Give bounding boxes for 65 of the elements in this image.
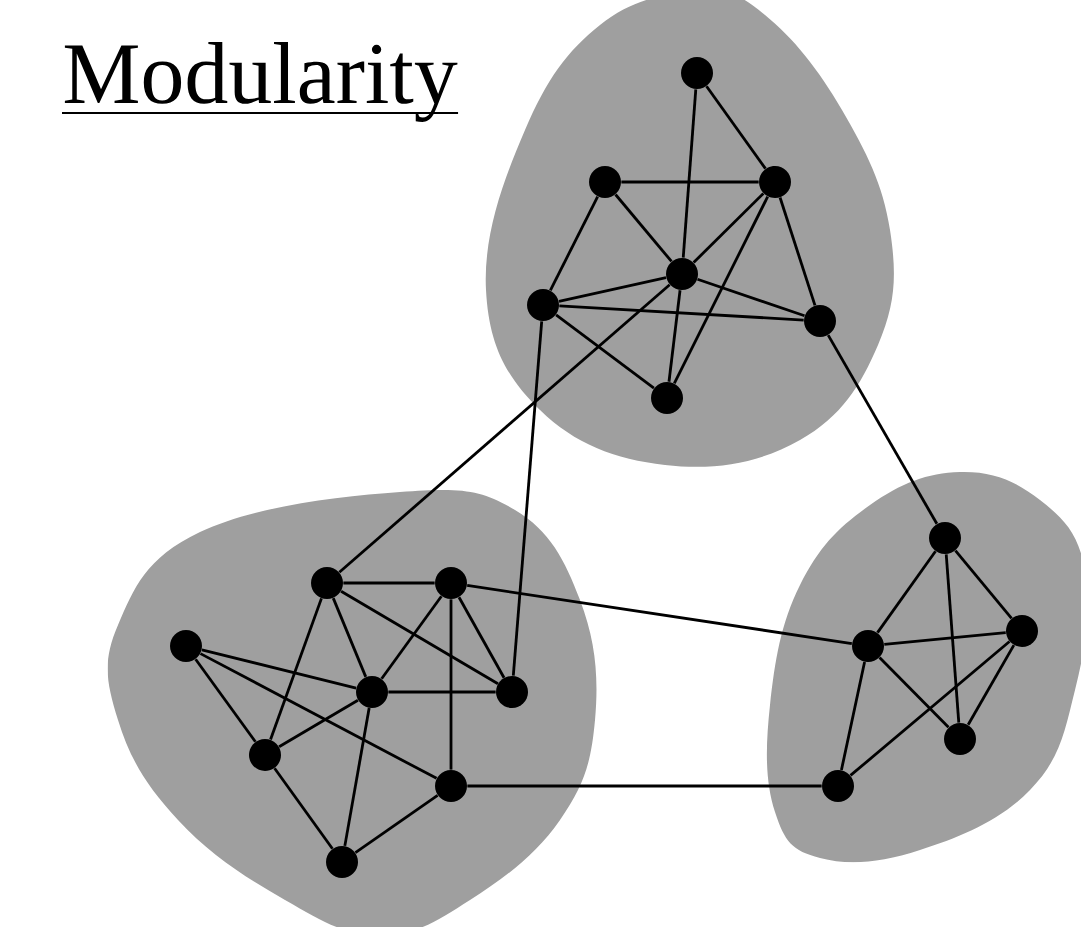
- edge-line: [555, 313, 655, 390]
- edge-line: [457, 596, 506, 679]
- edge-line: [966, 644, 1016, 726]
- network-node: [356, 676, 388, 708]
- edge-line: [673, 195, 769, 384]
- network-node: [944, 723, 976, 755]
- network-node: [435, 567, 467, 599]
- edge-line: [778, 197, 817, 306]
- network-node: [249, 739, 281, 771]
- edge-line: [876, 550, 937, 634]
- edge-line: [273, 767, 334, 850]
- network-node: [804, 305, 836, 337]
- edge-line: [343, 581, 435, 585]
- network-node: [651, 382, 683, 414]
- edge-line: [380, 595, 443, 680]
- edge-line: [705, 85, 767, 170]
- edge-line: [681, 89, 698, 258]
- edge-line: [343, 707, 371, 847]
- edge-line: [199, 652, 438, 780]
- edge-line: [944, 554, 961, 723]
- edge-line: [697, 277, 805, 318]
- edge-line: [558, 276, 667, 303]
- network-node: [1006, 615, 1038, 647]
- edge-line: [340, 590, 499, 685]
- edge-line: [269, 597, 323, 741]
- edge-line: [354, 794, 439, 854]
- cluster-blob: [107, 490, 597, 927]
- edge-line: [331, 597, 368, 678]
- edge-line: [511, 321, 544, 676]
- edge-line: [878, 656, 950, 729]
- edge-line: [549, 195, 599, 291]
- network-node: [311, 567, 343, 599]
- edge-line: [849, 640, 1011, 777]
- edge-line: [559, 304, 804, 322]
- cluster-blob: [485, 0, 894, 467]
- network-node: [589, 166, 621, 198]
- network-node: [170, 630, 202, 662]
- title: Modularity: [62, 42, 459, 122]
- edge-line: [467, 784, 822, 788]
- network-node: [435, 770, 467, 802]
- edge-line: [449, 599, 453, 770]
- network-node: [527, 289, 559, 321]
- network-node: [681, 57, 713, 89]
- edge-line: [466, 584, 853, 645]
- edge-line: [621, 180, 759, 184]
- edge-line: [194, 658, 257, 743]
- edge-line: [692, 192, 765, 264]
- network-node: [326, 846, 358, 878]
- network-node: [666, 258, 698, 290]
- edge-line: [388, 690, 496, 694]
- edge-line: [826, 334, 939, 525]
- network-node: [496, 676, 528, 708]
- network-node: [822, 770, 854, 802]
- edge-line: [338, 283, 671, 574]
- cluster-blob: [766, 471, 1081, 863]
- edge-line: [278, 699, 359, 748]
- edge-line: [884, 631, 1006, 646]
- network-node: [929, 522, 961, 554]
- edge-line: [614, 193, 673, 263]
- network-node: [759, 166, 791, 198]
- edge-line: [201, 648, 357, 690]
- edge-line: [840, 661, 866, 771]
- edge-line: [954, 549, 1013, 620]
- network-node: [852, 630, 884, 662]
- edge-line: [667, 290, 682, 382]
